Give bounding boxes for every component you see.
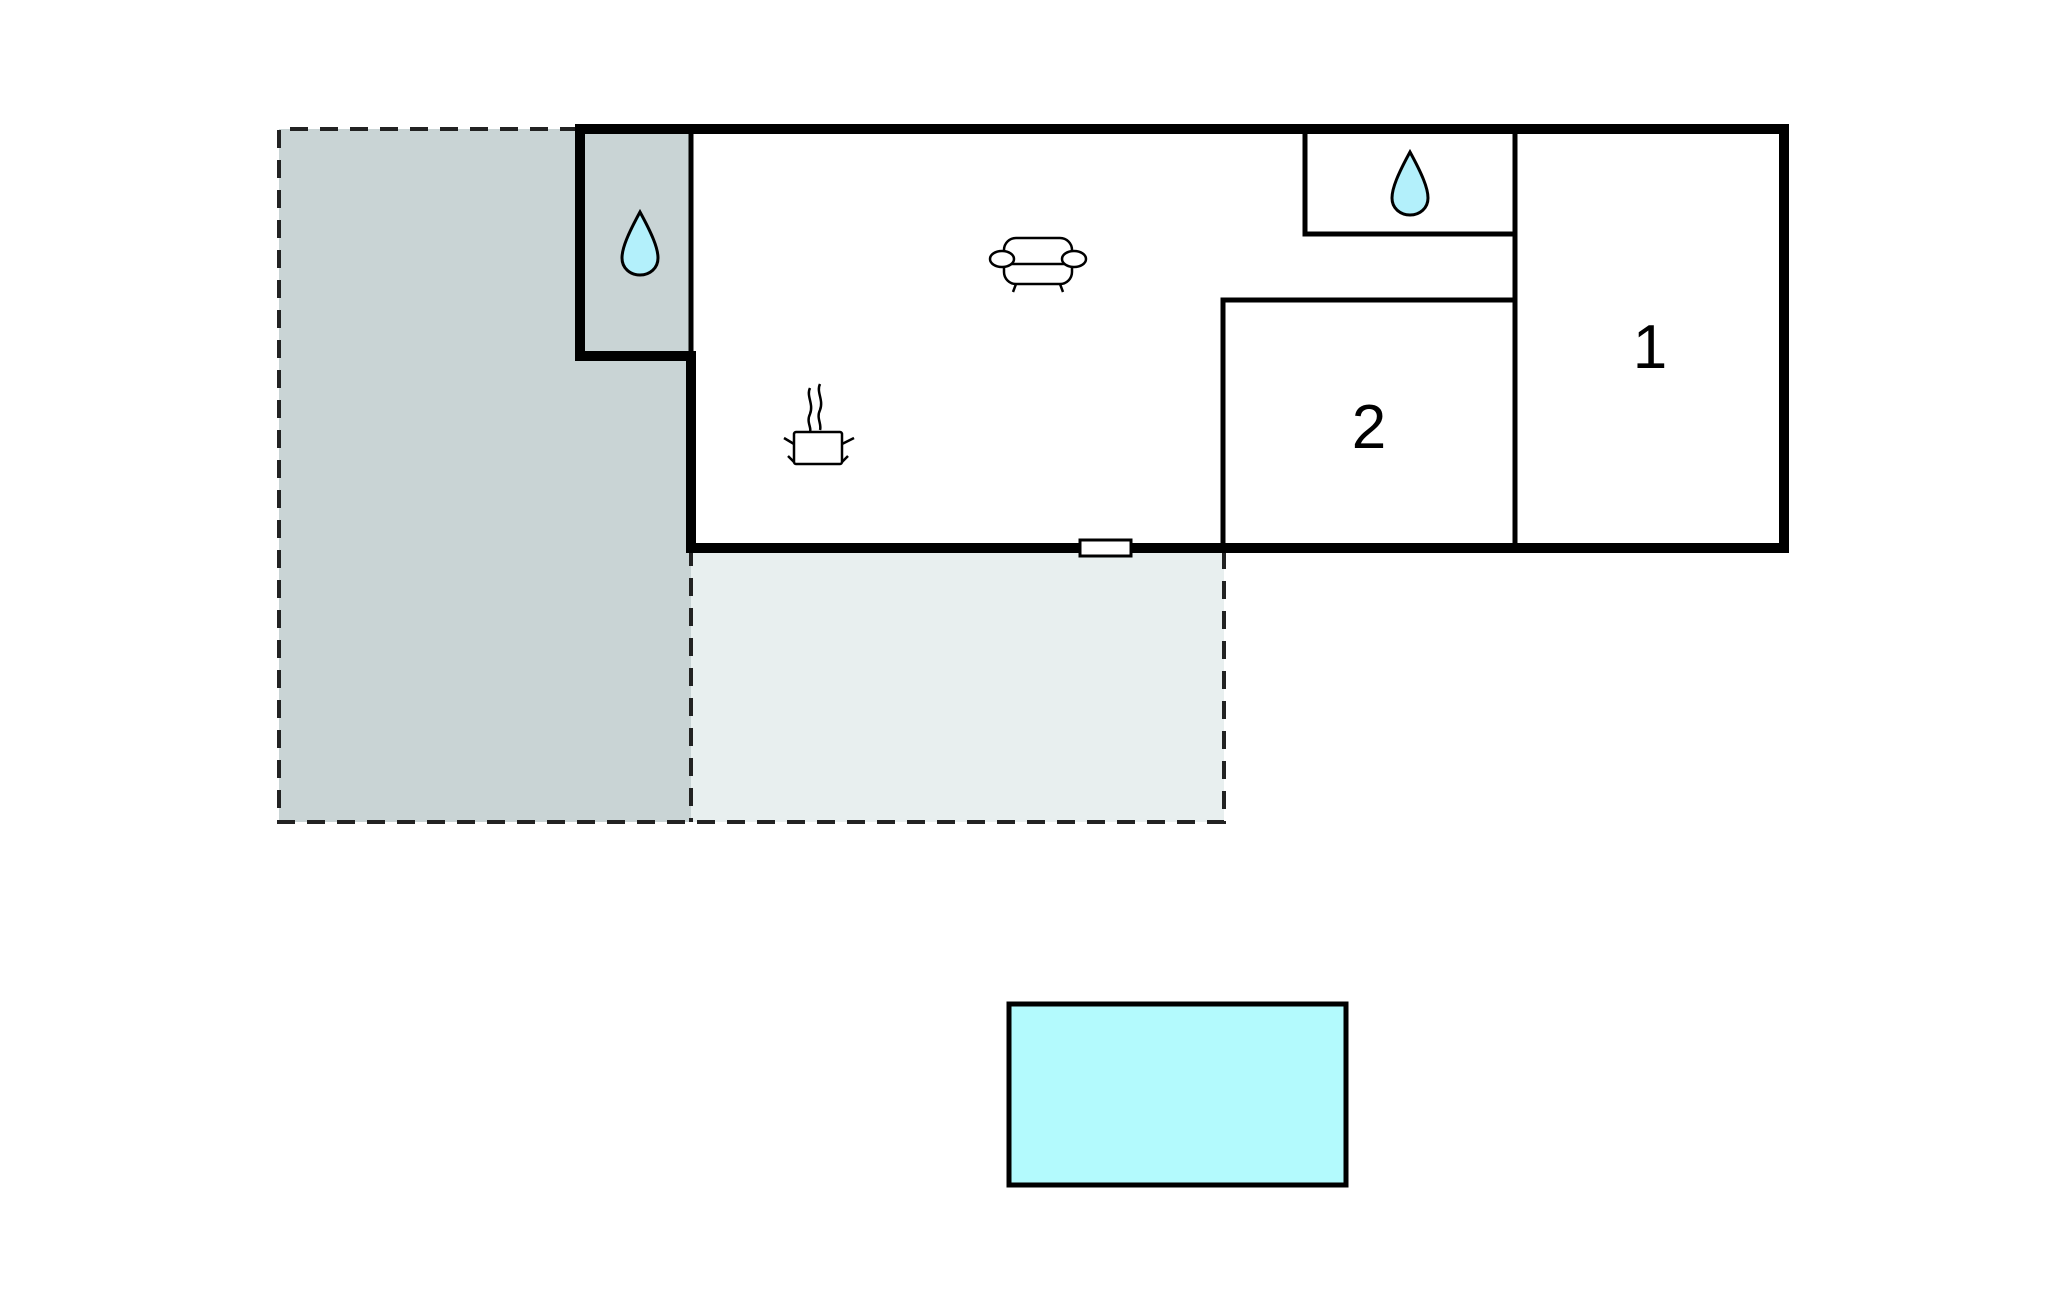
room-label-bedroom-2: 2 <box>1352 393 1386 462</box>
sofa-icon <box>988 236 1088 293</box>
terrace-outline <box>277 127 1226 824</box>
swimming-pool <box>1006 1001 1349 1188</box>
exterior-walls <box>575 124 1789 553</box>
open-terrace <box>691 548 1224 822</box>
water-drop-icon <box>620 208 660 277</box>
interior-walls <box>688 129 1518 548</box>
cooking-pot-icon <box>783 383 855 466</box>
covered-terrace <box>279 129 691 822</box>
water-drop-icon <box>1390 148 1430 217</box>
terrace-door <box>1078 538 1133 558</box>
room-label-bedroom-1: 1 <box>1633 313 1667 382</box>
